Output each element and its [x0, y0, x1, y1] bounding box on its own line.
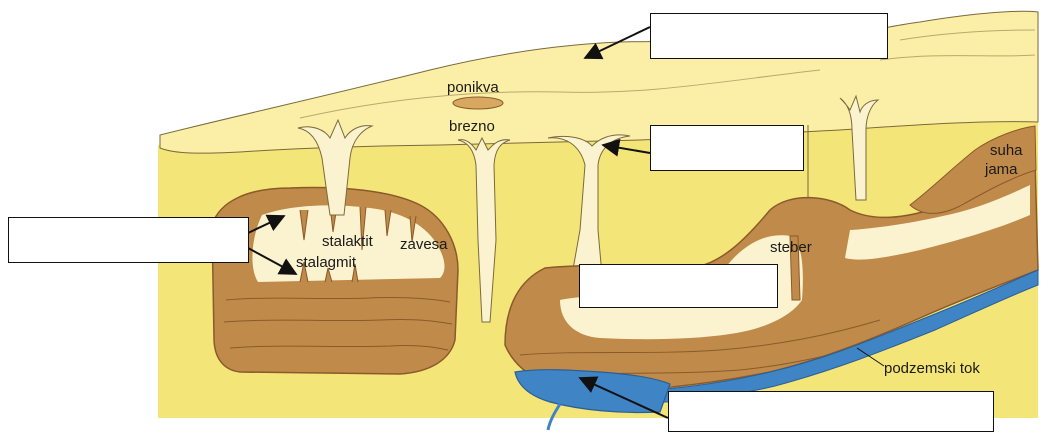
label-ponikva: ponikva — [447, 79, 499, 96]
label-stalaktit: stalaktit — [322, 233, 374, 250]
answer-box-shaft[interactable] — [650, 125, 804, 171]
answer-box-cave-chamber[interactable] — [579, 264, 778, 308]
label-zavesa: zavesa — [400, 236, 448, 253]
label-jama: jama — [984, 161, 1018, 178]
answer-box-surface[interactable] — [650, 13, 888, 59]
answer-box-formations[interactable] — [8, 217, 249, 263]
label-suha: suha — [990, 142, 1023, 159]
ponikva-doline — [453, 97, 503, 109]
label-podzemski-tok: podzemski tok — [884, 360, 980, 377]
label-brezno: brezno — [449, 118, 495, 135]
label-stalagmit: stalagmit — [296, 254, 357, 271]
answer-box-lake[interactable] — [668, 391, 994, 432]
label-steber: steber — [770, 239, 812, 256]
